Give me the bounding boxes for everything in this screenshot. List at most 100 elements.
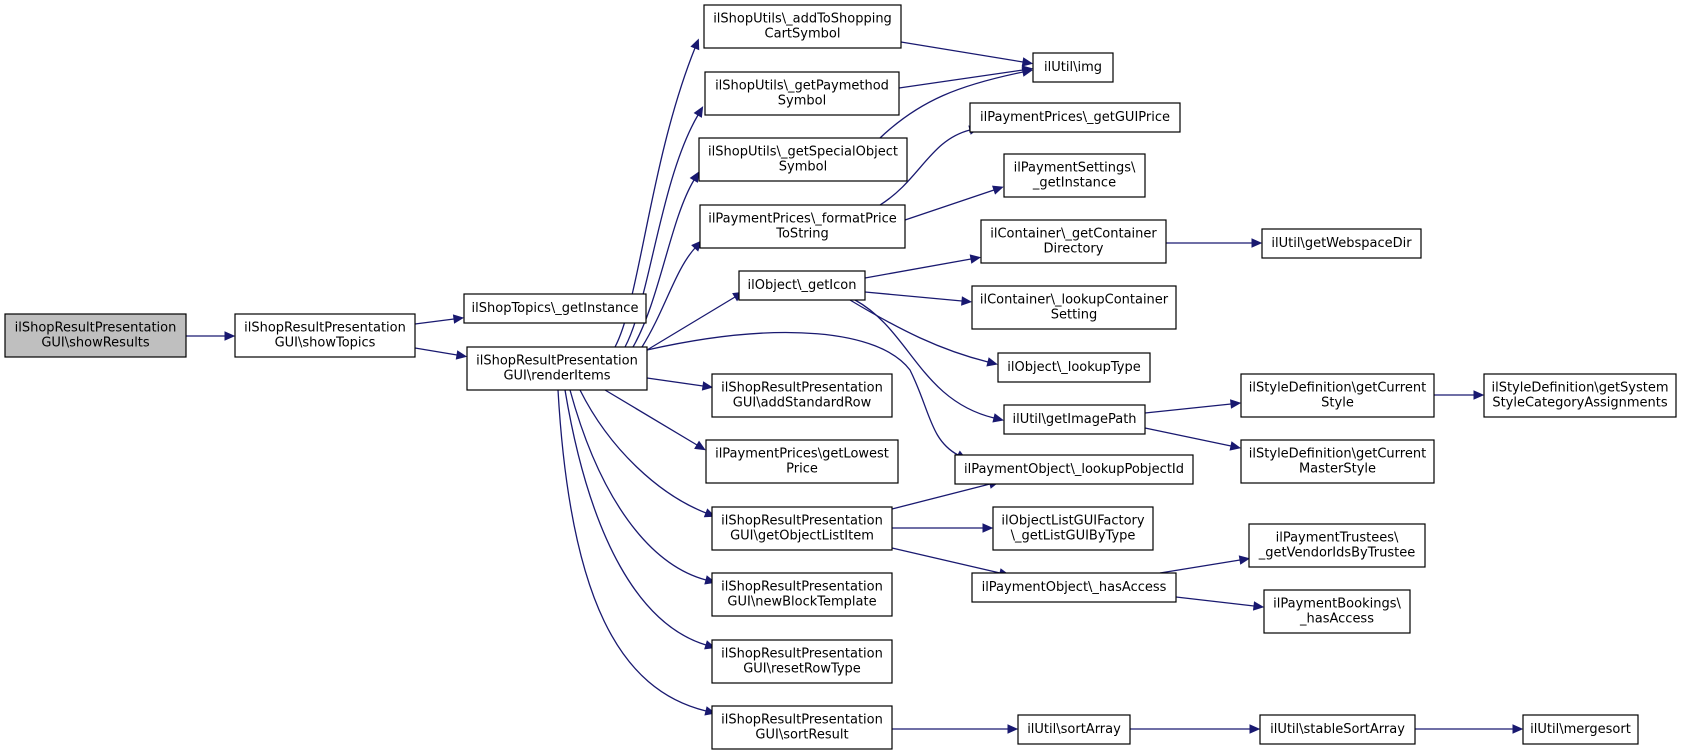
node-label: ilPaymentBookings\ bbox=[1273, 597, 1401, 612]
node-box bbox=[1017, 714, 1131, 745]
node-box bbox=[703, 4, 902, 49]
node-n33[interactable]: ilUtil\mergesort bbox=[1522, 714, 1639, 745]
edge-n25-n31 bbox=[1130, 724, 1261, 734]
node-n17[interactable]: ilPaymentSettings\_getInstance bbox=[1003, 153, 1146, 198]
node-n20[interactable]: ilObject\_lookupType bbox=[997, 352, 1151, 383]
edge-n6-n15 bbox=[879, 67, 1034, 139]
edge-n31-n33 bbox=[1415, 724, 1524, 734]
node-box bbox=[992, 506, 1154, 551]
arrowhead bbox=[1473, 390, 1485, 400]
edge-line bbox=[646, 296, 736, 351]
node-label: ilPaymentPrices\_formatPrice bbox=[708, 212, 897, 227]
node-box bbox=[4, 313, 187, 358]
node-n15[interactable]: ilUtil\img bbox=[1032, 52, 1114, 83]
node-label: ilShopTopics\_getInstance bbox=[472, 301, 639, 316]
node-n21[interactable]: ilUtil\getImagePath bbox=[1003, 404, 1146, 435]
node-label: MasterStyle bbox=[1299, 462, 1376, 477]
node-n30[interactable]: ilPaymentBookings\_hasAccess bbox=[1263, 589, 1411, 634]
node-label: ilShopResultPresentation bbox=[721, 647, 883, 662]
node-label: ilUtil\img bbox=[1044, 60, 1102, 75]
node-label: GUI\showTopics bbox=[275, 336, 376, 351]
node-label: Style bbox=[1321, 396, 1354, 411]
node-label: ilShopResultPresentation bbox=[244, 321, 406, 336]
node-n16[interactable]: ilPaymentPrices\_getGUIPrice bbox=[969, 102, 1181, 133]
node-label: GUI\newBlockTemplate bbox=[727, 595, 876, 610]
node-label: ilShopUtils\_addToShopping bbox=[713, 12, 892, 27]
node-n11[interactable]: ilShopResultPresentationGUI\getObjectLis… bbox=[711, 506, 893, 551]
node-n22[interactable]: ilPaymentObject\_lookupPobjectId bbox=[954, 454, 1194, 485]
edge-line bbox=[641, 247, 696, 348]
node-label: Setting bbox=[1051, 308, 1098, 323]
arrowhead bbox=[694, 440, 706, 451]
arrowhead bbox=[969, 254, 982, 264]
edge-n3-n5 bbox=[624, 106, 704, 348]
arrowhead bbox=[1007, 724, 1019, 734]
edge-n7-n17 bbox=[904, 185, 1004, 221]
node-label: ilObject\_getIcon bbox=[748, 278, 857, 293]
arrowhead bbox=[690, 38, 700, 51]
arrowhead bbox=[689, 171, 700, 183]
node-box bbox=[997, 352, 1151, 383]
arrowhead bbox=[1249, 724, 1261, 734]
edge-line bbox=[898, 69, 1024, 89]
node-n23[interactable]: ilObjectListGUIFactory\_getListGUIByType bbox=[992, 506, 1154, 551]
edge-line bbox=[646, 377, 704, 387]
node-box bbox=[969, 102, 1181, 133]
node-n25[interactable]: ilUtil\sortArray bbox=[1017, 714, 1131, 745]
node-label: ilShopResultPresentation bbox=[15, 321, 177, 336]
arrowhead bbox=[1229, 441, 1242, 451]
node-n2[interactable]: ilShopTopics\_getInstance bbox=[463, 293, 647, 324]
edge-line bbox=[604, 389, 698, 446]
node-box bbox=[463, 293, 647, 324]
node-n12[interactable]: ilShopResultPresentationGUI\newBlockTemp… bbox=[711, 572, 893, 617]
edge-line bbox=[900, 41, 1024, 63]
node-n31[interactable]: ilUtil\stableSortArray bbox=[1259, 714, 1416, 745]
arrowhead bbox=[1238, 555, 1251, 565]
edge-n4-n15 bbox=[900, 41, 1034, 67]
node-n32[interactable]: ilStyleDefinition\getSystemStyleCategory… bbox=[1483, 373, 1677, 418]
node-label: Symbol bbox=[779, 160, 827, 175]
node-label: StyleCategoryAssignments bbox=[1492, 396, 1668, 411]
arrowhead bbox=[992, 185, 1004, 195]
node-box bbox=[1003, 404, 1146, 435]
node-n26[interactable]: ilUtil\getWebspaceDir bbox=[1261, 228, 1422, 259]
edge-n8-n21 bbox=[854, 299, 1004, 423]
node-label: ilShopResultPresentation bbox=[721, 580, 883, 595]
node-label: ilPaymentObject\_lookupPobjectId bbox=[964, 462, 1184, 477]
node-label: ilContainer\_getContainer bbox=[990, 227, 1157, 242]
node-box bbox=[1032, 52, 1114, 83]
node-box bbox=[1259, 714, 1416, 745]
node-n24[interactable]: ilPaymentObject\_hasAccess bbox=[971, 572, 1177, 603]
arrowhead bbox=[224, 331, 236, 341]
node-box bbox=[711, 705, 893, 750]
node-box bbox=[971, 572, 1177, 603]
node-label: ilContainer\_lookupContainer bbox=[980, 293, 1169, 308]
nodes-layer: ilShopResultPresentationGUI\showResultsi… bbox=[4, 4, 1677, 750]
node-box bbox=[466, 346, 648, 391]
node-n9[interactable]: ilShopResultPresentationGUI\addStandardR… bbox=[711, 373, 893, 418]
node-label: GUI\sortResult bbox=[755, 728, 848, 743]
node-label: ilUtil\getImagePath bbox=[1012, 412, 1136, 427]
arrowhead bbox=[1021, 67, 1034, 77]
node-n8[interactable]: ilObject\_getIcon bbox=[738, 270, 866, 301]
edge-n27-n32 bbox=[1434, 390, 1485, 400]
edge-line bbox=[891, 547, 1001, 574]
edge-line bbox=[849, 299, 989, 363]
node-label: Price bbox=[786, 462, 818, 477]
node-n29[interactable]: ilPaymentTrustees\_getVendorIdsByTrustee bbox=[1248, 523, 1426, 568]
edge-line bbox=[879, 129, 971, 206]
